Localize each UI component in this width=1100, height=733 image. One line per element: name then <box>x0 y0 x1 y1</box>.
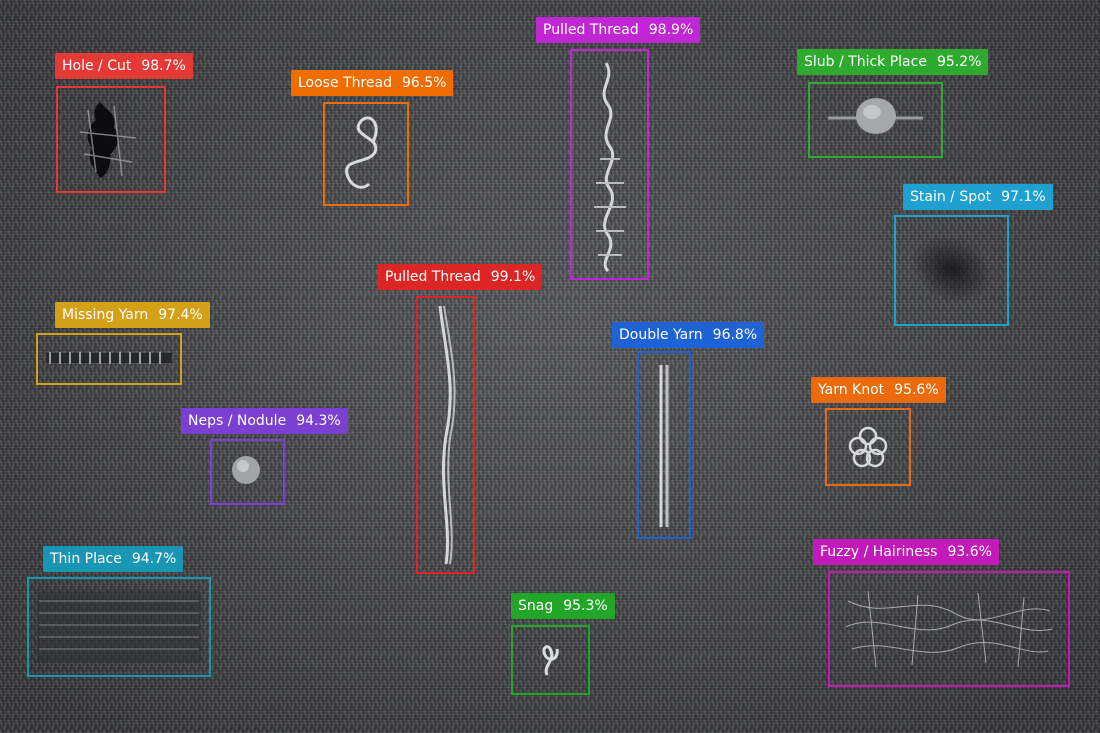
confidence-score: 95.6% <box>894 382 939 398</box>
detection-label: Loose Thread 96.5% <box>291 70 454 96</box>
bounding-box <box>27 577 211 677</box>
defect-name: Slub / Thick Place <box>804 54 927 70</box>
detection-label: Double Yarn 96.8% <box>612 322 765 348</box>
nodule-visual <box>232 456 260 484</box>
missing-yarn-visual <box>46 352 172 364</box>
detection-label: Pulled Thread 99.1% <box>378 264 543 290</box>
confidence-score: 96.5% <box>402 75 447 91</box>
snag-visual <box>542 645 559 676</box>
defect-name: Fuzzy / Hairiness <box>820 544 938 560</box>
defect-name: Double Yarn <box>619 327 703 343</box>
defect-name: Pulled Thread <box>385 269 481 285</box>
detection-label: Slub / Thick Place 95.2% <box>797 49 989 75</box>
confidence-score: 93.6% <box>947 544 992 560</box>
detection-label: Fuzzy / Hairiness 93.6% <box>813 539 999 565</box>
detection-label: Thin Place 94.7% <box>43 546 184 572</box>
confidence-score: 95.2% <box>936 54 982 70</box>
detection-label: Yarn Knot 95.6% <box>811 377 946 403</box>
defect-name: Loose Thread <box>298 75 392 91</box>
pulled-thread-visual <box>594 62 626 273</box>
confidence-score: 97.4% <box>158 307 203 323</box>
stain-visual <box>911 234 993 304</box>
defect-name: Hole / Cut <box>62 58 132 74</box>
hairiness-visual <box>845 590 1053 668</box>
confidence-score: 94.7% <box>131 551 177 567</box>
slub-visual <box>828 98 923 134</box>
defect-name: Yarn Knot <box>818 382 885 398</box>
confidence-score: 98.7% <box>141 58 186 74</box>
detection-label: Neps / Nodule 94.3% <box>181 408 348 434</box>
defect-name: Thin Place <box>50 551 122 567</box>
detection-label: Pulled Thread 98.9% <box>536 17 701 43</box>
bounding-box <box>511 625 590 695</box>
thin-place-visual <box>37 591 201 663</box>
bounding-box <box>36 333 182 385</box>
bounding-box <box>825 408 911 486</box>
confidence-score: 95.3% <box>563 598 608 614</box>
defect-name: Snag <box>518 598 554 614</box>
bounding-box <box>637 351 691 539</box>
confidence-score: 98.9% <box>648 22 694 38</box>
bounding-box <box>570 49 649 280</box>
bounding-box <box>416 296 475 574</box>
confidence-score: 97.1% <box>1001 189 1046 205</box>
detection-label: Stain / Spot 97.1% <box>903 184 1053 210</box>
loose-thread-visual <box>345 116 378 189</box>
bounding-box <box>56 86 166 193</box>
defect-name: Missing Yarn <box>62 307 149 323</box>
confidence-score: 96.8% <box>712 327 758 343</box>
bounding-box <box>828 571 1070 687</box>
bounding-box <box>894 215 1009 326</box>
bounding-box <box>210 439 285 505</box>
double-yarn-visual <box>659 365 669 527</box>
hole-defect-visual <box>79 102 137 178</box>
bounding-box <box>323 102 409 206</box>
confidence-score: 99.1% <box>490 269 536 285</box>
bounding-box <box>808 82 943 158</box>
detection-label: Snag 95.3% <box>511 593 615 619</box>
confidence-score: 94.3% <box>296 413 341 429</box>
detection-label: Missing Yarn 97.4% <box>55 302 210 328</box>
detection-label: Hole / Cut 98.7% <box>55 53 193 79</box>
defect-name: Neps / Nodule <box>188 413 287 429</box>
yarn-knot-visual <box>848 426 888 468</box>
defect-name: Stain / Spot <box>910 189 992 205</box>
defect-name: Pulled Thread <box>543 22 639 38</box>
pulled-thread-visual <box>438 305 456 565</box>
